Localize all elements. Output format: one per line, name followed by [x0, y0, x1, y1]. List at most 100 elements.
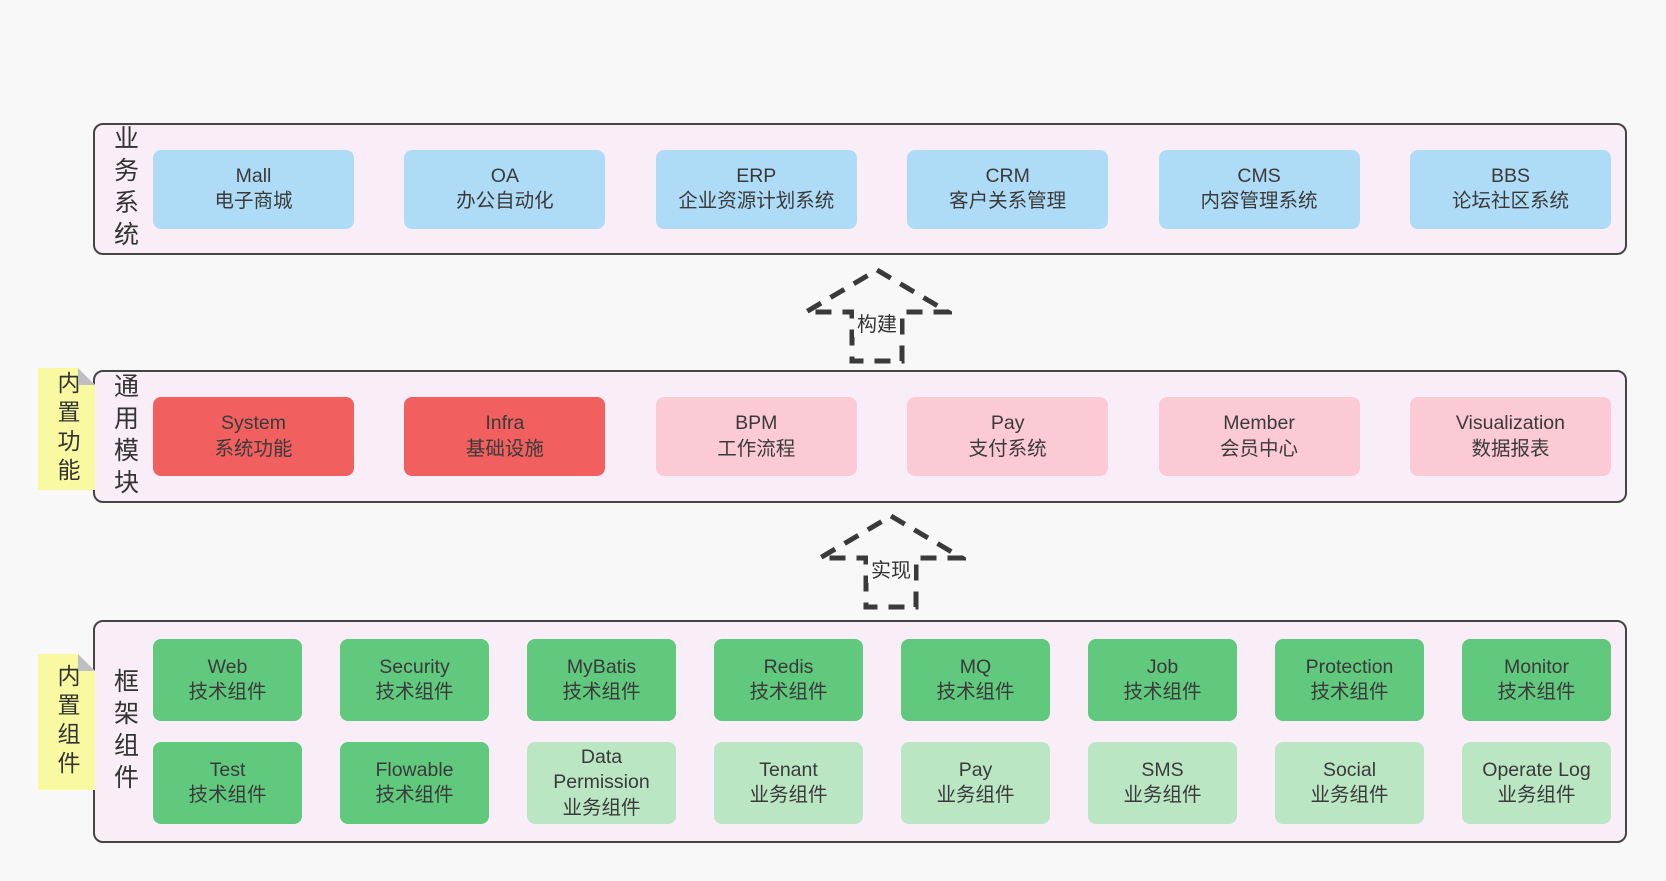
module-box-protection: Protection 技术组件 — [1275, 639, 1424, 721]
module-subtitle: 技术组件 — [188, 681, 267, 703]
module-name: CRM — [985, 164, 1030, 187]
module-box-monitor: Monitor 技术组件 — [1462, 639, 1611, 721]
band-title: 框架组件 — [110, 667, 139, 796]
module-subtitle: 技术组件 — [188, 784, 267, 806]
module-name: Mall — [235, 164, 272, 187]
module-box-security: Security 技术组件 — [340, 639, 489, 721]
module-subtitle: 业务组件 — [562, 796, 641, 819]
module-subtitle: 业务组件 — [1123, 784, 1202, 806]
sticky-note-label: 内置组件 — [54, 664, 80, 780]
module-box-job: Job 技术组件 — [1088, 639, 1237, 721]
module-subtitle: 技术组件 — [1123, 681, 1202, 703]
arrow-label: 实现 — [868, 554, 914, 583]
folded-corner-icon — [78, 368, 95, 385]
module-box-web: Web 技术组件 — [153, 639, 302, 721]
sticky-note-built-in-components: 内置组件 — [38, 654, 95, 790]
module-subtitle: 数据报表 — [1471, 437, 1550, 460]
arrow-up-build: 构建 — [802, 264, 952, 364]
module-subtitle: 技术组件 — [375, 784, 454, 806]
module-subtitle: 技术组件 — [1310, 681, 1389, 703]
module-name: Protection — [1305, 655, 1394, 678]
arrow-up-implement: 实现 — [816, 510, 966, 610]
module-name: ERP — [736, 164, 777, 187]
module-name: System — [220, 412, 286, 435]
module-box-mall: Mall 电子商城 — [153, 149, 354, 229]
band-business-systems: 业务系统 Mall 电子商城 OA 办公自动化 ERP 企业资源计划系统 CRM 客户关系管理… — [93, 123, 1627, 255]
module-name: Pay — [958, 758, 993, 781]
module-subtitle: 业务组件 — [1497, 784, 1576, 806]
module-name: Job — [1146, 655, 1179, 678]
band-framework-components: 框架组件 Web 技术组件 Security 技术组件 MyBatis 技术组件 Redis… — [93, 620, 1627, 843]
module-name: MyBatis — [566, 655, 637, 678]
module-subtitle: 业务组件 — [936, 784, 1015, 806]
module-subtitle: 业务组件 — [749, 784, 828, 806]
module-subtitle: 技术组件 — [936, 681, 1015, 703]
module-name: Member — [1223, 412, 1295, 435]
module-name: Visualization — [1455, 412, 1566, 435]
module-subtitle: 技术组件 — [375, 681, 454, 703]
module-name: Web — [207, 655, 248, 678]
module-name: Test — [209, 758, 246, 781]
module-name: SMS — [1141, 758, 1184, 781]
module-box-social: Social 业务组件 — [1275, 742, 1424, 824]
module-name: Social — [1322, 758, 1377, 781]
sticky-note-label: 内置功能 — [54, 371, 80, 487]
module-box-sms: SMS 业务组件 — [1088, 742, 1237, 824]
module-subtitle: 技术组件 — [562, 681, 641, 703]
module-box-erp: ERP 企业资源计划系统 — [655, 149, 857, 229]
module-subtitle: 支付系统 — [968, 437, 1047, 460]
module-subtitle: 内容管理系统 — [1200, 190, 1318, 212]
module-name: Security — [379, 655, 450, 678]
module-name: Flowable — [375, 758, 454, 781]
module-name: Pay — [990, 412, 1025, 435]
block-arrow-icon — [802, 267, 952, 364]
block-arrow-icon — [816, 513, 966, 610]
module-name: OA — [490, 164, 519, 187]
module-subtitle: 论坛社区系统 — [1451, 190, 1569, 212]
module-subtitle: 客户关系管理 — [949, 190, 1067, 212]
module-subtitle: 业务组件 — [1310, 784, 1389, 806]
band-title: 通用模块 — [110, 372, 139, 501]
module-name: Tenant — [759, 758, 818, 781]
module-box-mq: MQ 技术组件 — [901, 639, 1050, 721]
module-box-tenant: Tenant 业务组件 — [714, 742, 863, 824]
module-subtitle: 办公自动化 — [456, 190, 554, 212]
module-name: BPM — [735, 412, 778, 435]
arrow-label: 构建 — [854, 308, 900, 337]
module-subtitle: 技术组件 — [1497, 681, 1576, 703]
module-subtitle: 企业资源计划系统 — [678, 190, 835, 212]
module-box-oa: OA 办公自动化 — [404, 149, 606, 229]
module-subtitle: 电子商城 — [214, 190, 293, 212]
sticky-note-built-in-features: 内置功能 — [38, 368, 95, 490]
module-box-mybatis: MyBatis 技术组件 — [527, 639, 676, 721]
module-name: Redis — [763, 655, 814, 678]
module-name: MQ — [959, 655, 992, 678]
module-subtitle: 工作流程 — [717, 437, 796, 460]
module-subtitle: 基础设施 — [465, 437, 544, 460]
module-box-pay: Pay 业务组件 — [901, 742, 1050, 824]
module-name: Operate Log — [1482, 758, 1591, 781]
folded-corner-icon — [78, 654, 95, 671]
module-box-operate-log: Operate Log 业务组件 — [1462, 742, 1611, 824]
module-name: Data Permission — [553, 745, 650, 794]
module-name: Monitor — [1503, 655, 1570, 678]
band-title: 业务系统 — [110, 125, 139, 253]
module-box-flowable: Flowable 技术组件 — [340, 742, 489, 824]
